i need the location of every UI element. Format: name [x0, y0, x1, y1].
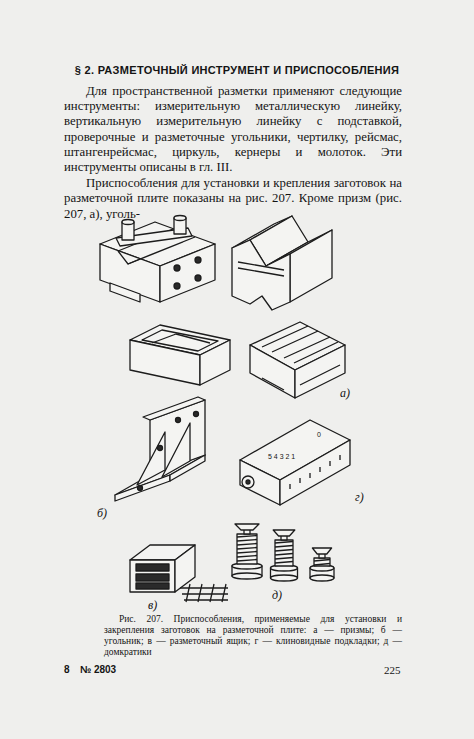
angle-plate — [162, 423, 190, 477]
screw-jack — [275, 562, 293, 564]
slotted-prism — [262, 365, 340, 390]
prism-with-clamps — [195, 275, 201, 281]
figure-letter: а) — [340, 386, 350, 400]
figure-caption: Рис. 207. Приспособления, применяемые дл… — [104, 614, 402, 658]
angle-plate — [158, 446, 163, 451]
screw-jack — [310, 548, 334, 581]
prism-with-clamps — [174, 265, 180, 271]
prism-with-clamps — [110, 283, 140, 302]
wedge-packing — [290, 455, 340, 489]
angle-plate — [176, 418, 181, 423]
screw-jack — [237, 540, 257, 542]
page-signature: 8 — [64, 664, 70, 676]
slotted-prism — [262, 326, 338, 363]
screw-jack — [232, 573, 262, 579]
page-number: 225 — [384, 664, 401, 676]
wedge-packing — [242, 476, 254, 488]
screw-jack — [237, 556, 257, 558]
screw-jack — [237, 536, 257, 538]
scale-number: 5 4 3 2 1 — [268, 453, 295, 461]
angle-plate — [143, 397, 205, 420]
v-block — [290, 230, 332, 302]
screw-jack — [237, 534, 257, 564]
screw-jack — [312, 548, 331, 554]
marking-box — [130, 560, 175, 592]
angle-plate — [138, 486, 143, 491]
scale-number: 0 — [317, 431, 321, 439]
prism-with-clamps — [100, 244, 160, 302]
slotted-prism — [295, 345, 345, 398]
angle-plate — [194, 412, 199, 417]
page-signature: № 2803 — [80, 664, 116, 676]
wedge-packing — [240, 460, 280, 505]
prism-with-clamps — [174, 283, 180, 289]
figure-letter: д) — [272, 588, 282, 602]
long-prism — [152, 334, 210, 343]
figure-letter: б) — [97, 506, 107, 520]
screw-jack — [271, 575, 298, 581]
angle-plate — [115, 397, 205, 501]
prism-with-clamps — [195, 257, 201, 263]
prism-with-clamps — [118, 251, 140, 264]
screw-jack — [314, 564, 330, 566]
marking-box — [180, 584, 228, 602]
marking-box — [136, 564, 169, 571]
screw-jack — [275, 542, 293, 544]
screw-jack — [314, 558, 330, 566]
screw-jack — [237, 552, 257, 554]
v-block — [238, 262, 284, 276]
prism-with-clamps — [100, 216, 215, 303]
long-prism — [130, 325, 230, 385]
marking-box — [136, 574, 169, 581]
slotted-prism — [250, 322, 345, 398]
wedge-packing — [246, 480, 250, 484]
screw-jack — [237, 544, 257, 546]
angle-plate — [137, 432, 165, 485]
section-heading: § 2. РАЗМЕТОЧНЫЙ ИНСТРУМЕНТ И ПРИСПОСОБЛ… — [66, 64, 408, 76]
v-block — [232, 240, 290, 310]
body-paragraph: Для пространственной разметки применяют … — [64, 84, 402, 175]
screw-jack — [275, 558, 293, 560]
screw-jack — [271, 530, 298, 581]
screw-jack — [232, 524, 262, 579]
screw-jack — [232, 524, 334, 581]
marking-box — [130, 545, 228, 602]
prism-with-clamps — [160, 244, 215, 302]
screw-jack — [310, 575, 334, 581]
wedge-packing — [240, 420, 350, 505]
marking-box — [136, 583, 169, 589]
screw-jack — [235, 524, 259, 530]
screw-jack — [314, 560, 330, 562]
screw-jack — [275, 546, 293, 548]
screw-jack — [275, 554, 293, 556]
long-prism — [142, 330, 218, 351]
prism-with-clamps — [174, 216, 186, 221]
wedge-packing — [280, 440, 350, 505]
slotted-prism — [250, 345, 295, 398]
v-block — [232, 216, 332, 310]
screw-jack — [237, 548, 257, 550]
figure-letter: г) — [355, 490, 364, 504]
screw-jack — [275, 550, 293, 552]
figure-letter: в) — [148, 598, 157, 612]
marking-box — [175, 545, 195, 592]
screw-jack — [237, 560, 257, 562]
screw-jack — [275, 540, 293, 566]
body-paragraph: Приспособления для установки и крепления… — [64, 176, 402, 222]
screw-jack — [273, 530, 295, 536]
